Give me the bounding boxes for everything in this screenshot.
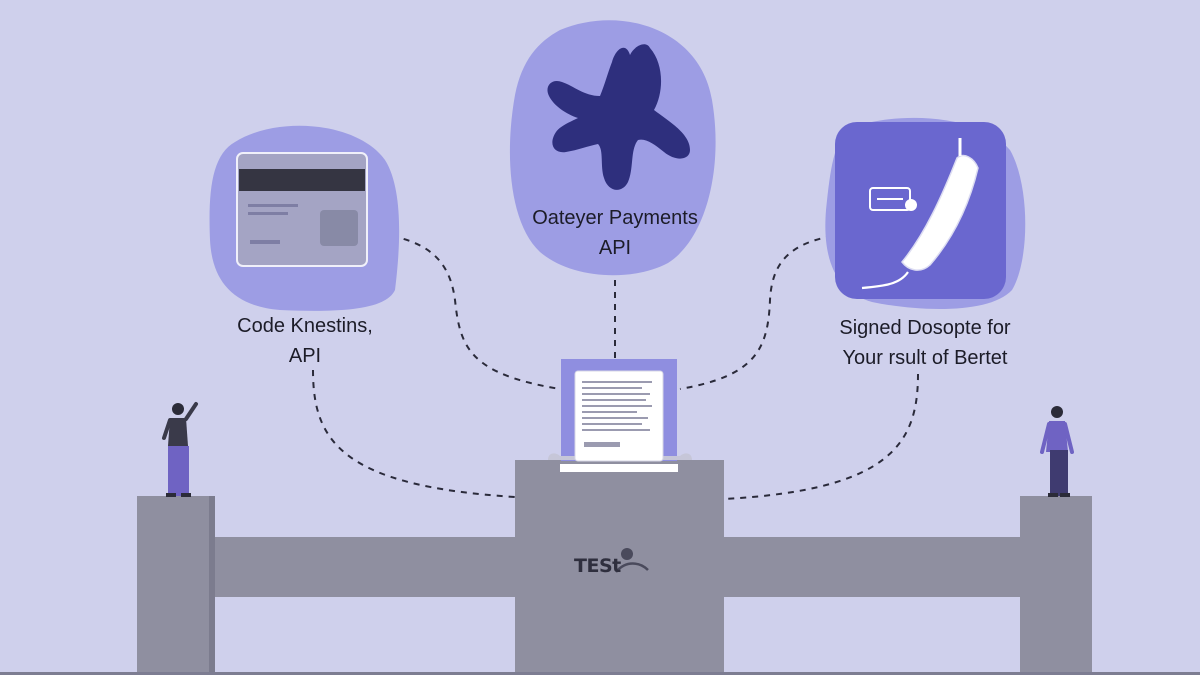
connector-right-lower xyxy=(723,373,919,500)
pillar-left xyxy=(137,496,215,675)
logo-mark-icon xyxy=(615,548,649,573)
node-left-label: Code Knestins, API xyxy=(205,311,405,371)
node-left xyxy=(209,125,400,311)
node-right-label-line2: Your rsult of Bertet xyxy=(842,347,1008,369)
document-icon xyxy=(548,359,692,472)
beam-right xyxy=(724,537,1020,597)
octopus-icon xyxy=(547,44,690,190)
connector-right-upper xyxy=(679,235,833,390)
node-center xyxy=(509,20,716,276)
pillar-left-bevel xyxy=(209,496,215,675)
node-center-label: Oateyer Payments API xyxy=(505,203,725,263)
node-center-label-line1: Oateyer Payments xyxy=(532,207,698,229)
hub-logo-text: TESt xyxy=(574,555,621,577)
connector-left-lower xyxy=(312,369,516,498)
pillar-right xyxy=(1020,496,1092,675)
node-right xyxy=(825,117,1026,310)
structure xyxy=(0,460,1200,675)
connectors xyxy=(312,235,919,500)
credit-card-icon xyxy=(236,152,368,267)
person-right-icon xyxy=(1040,406,1074,497)
person-left-icon xyxy=(162,402,198,497)
node-right-label-line1: Signed Dosopte for xyxy=(839,317,1011,339)
telephone-handset-icon xyxy=(835,122,1006,299)
floor-line xyxy=(0,672,1200,675)
node-left-label-line2: API xyxy=(288,345,322,367)
node-center-label-line2: API xyxy=(598,237,632,259)
node-right-label: Signed Dosopte for Your rsult of Bertet xyxy=(815,313,1035,373)
node-left-label-line1: Code Knestins, xyxy=(237,315,373,337)
connector-left-upper xyxy=(391,235,561,390)
beam-left xyxy=(215,537,515,597)
